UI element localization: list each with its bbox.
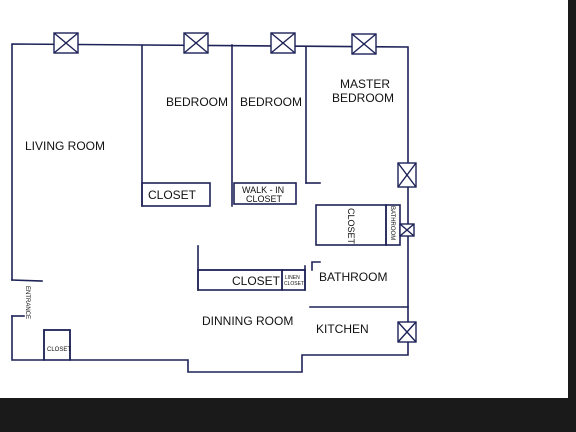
linen-closet-box <box>281 269 306 291</box>
master-bedroom-label-line1: MASTER <box>340 77 390 91</box>
closet-box-1 <box>141 182 211 207</box>
entrance-closet-label: CLOSET <box>47 347 71 353</box>
window-6 <box>399 223 415 237</box>
bathroom-label: BATHROOM <box>319 270 387 284</box>
entrance-label: ENTRANCE <box>24 286 30 319</box>
closets <box>43 182 401 361</box>
kitchen-label: KITCHEN <box>316 322 369 336</box>
small-bathroom-label: BATHROOM <box>389 206 395 240</box>
master-bedroom-label-line2: BEDROOM <box>332 91 394 105</box>
floor-plan: LIVING ROOM BEDROOM BEDROOM MASTER BEDRO… <box>11 32 417 373</box>
linen-closet-label-line1: LINEN <box>285 275 300 281</box>
closet-1-label: CLOSET <box>148 188 197 202</box>
walk-in-closet-label-line2: CLOSET <box>246 194 283 204</box>
window-1 <box>53 32 79 54</box>
entrance-closet-box <box>43 329 71 361</box>
window-4 <box>351 33 377 55</box>
linen-closet-label-line2: CLOSET <box>284 281 304 287</box>
window-5 <box>397 162 417 188</box>
center-closet-label: CLOSET <box>232 274 281 288</box>
window-2 <box>183 32 209 54</box>
bedroom-2-label: BEDROOM <box>240 95 302 109</box>
master-closet-label: CLOSET <box>346 208 356 245</box>
bedroom-1-label: BEDROOM <box>166 95 228 109</box>
frame-bottom-bar <box>0 398 576 432</box>
window-7 <box>397 321 417 343</box>
walk-in-closet-box <box>233 182 297 205</box>
walk-in-closet-label-line1: WALK - IN <box>242 185 284 195</box>
living-room-label: LIVING ROOM <box>25 139 105 153</box>
window-3 <box>270 32 296 54</box>
frame-right-edge <box>568 0 576 398</box>
dining-room-label: DINNING ROOM <box>202 314 293 328</box>
